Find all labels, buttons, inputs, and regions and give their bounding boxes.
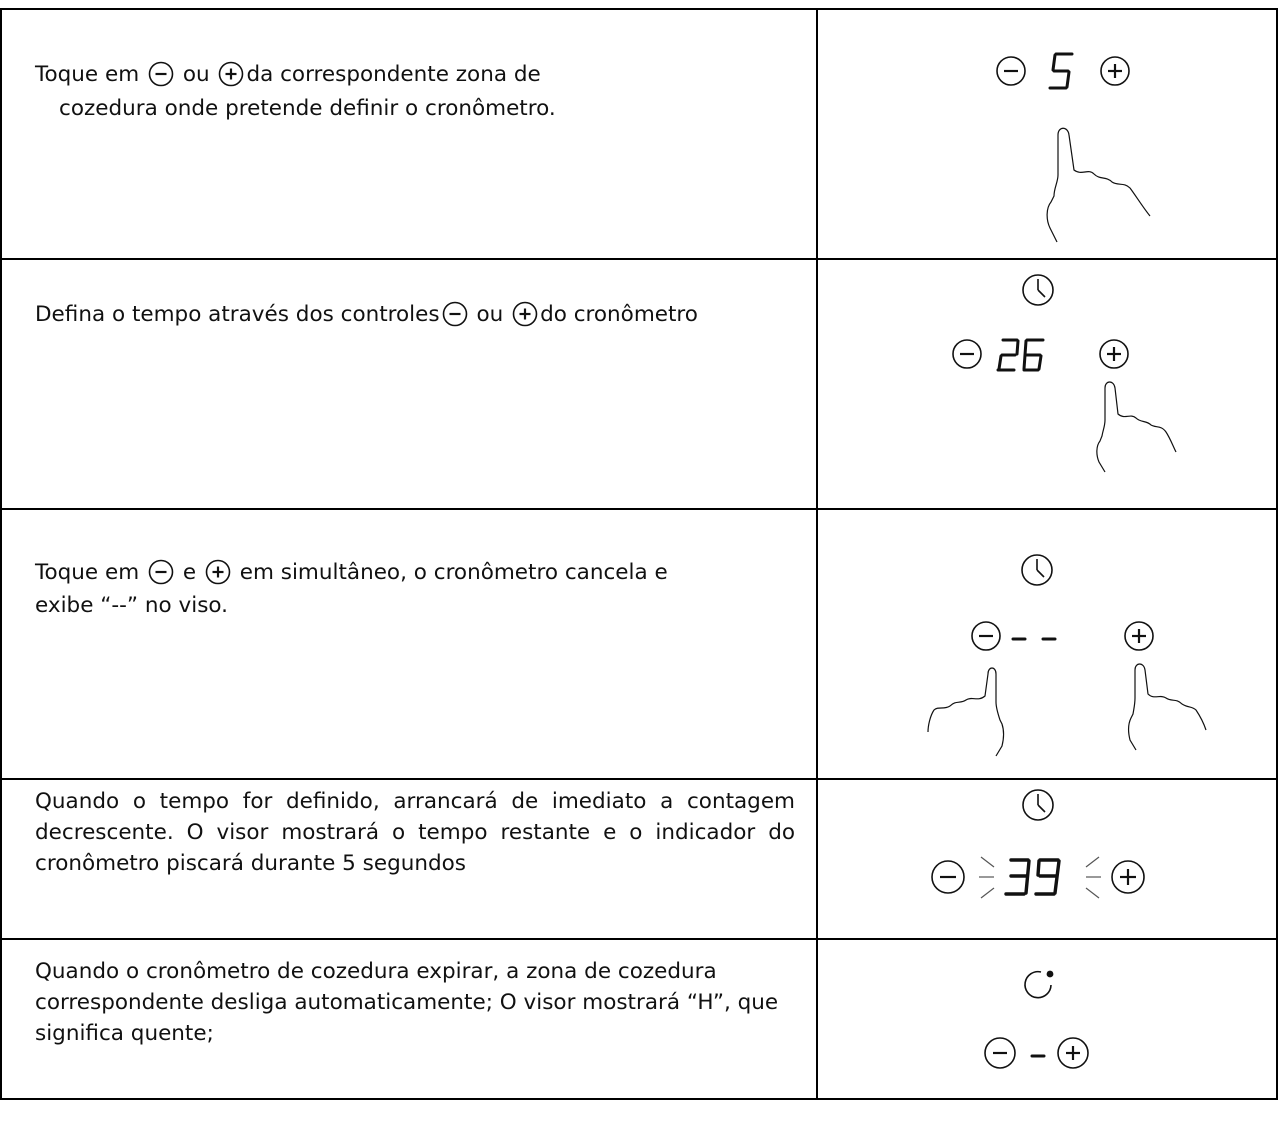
instruction-text: Toque em e em simultâneo, o cronômetro c… xyxy=(35,557,668,588)
blink-rays xyxy=(978,856,1101,899)
hand-pointer-icon xyxy=(1095,381,1177,473)
control-panel-illustration xyxy=(930,789,1145,899)
plus-circle-icon xyxy=(1123,621,1154,651)
illustration-cell xyxy=(815,258,1278,510)
text-segment: ou xyxy=(182,62,210,87)
plus-circle-icon xyxy=(1098,339,1129,369)
plus-circle-icon xyxy=(1110,860,1145,894)
seven-segment-display xyxy=(1004,858,1061,896)
hot-indicator-icon xyxy=(1023,970,1054,999)
instruction-cell: Quando o tempo for definido, arrancará d… xyxy=(0,778,818,940)
table-row: Quando o tempo for definido, arrancará d… xyxy=(0,778,1278,940)
instruction-text: Defina o tempo através dos controles ou … xyxy=(35,299,698,330)
instruction-cell: Quando o cronômetro de cozedura expirar,… xyxy=(0,938,818,1100)
illustration-cell xyxy=(815,508,1278,780)
minus-circle-icon xyxy=(970,621,1001,651)
table-row: Defina o tempo através dos controles ou … xyxy=(0,258,1278,510)
table-row: Toque em ou da correspondente zona de co… xyxy=(0,8,1278,260)
instruction-cell: Toque em e em simultâneo, o cronômetro c… xyxy=(0,508,818,780)
instruction-cell: Defina o tempo através dos controles ou … xyxy=(0,258,818,510)
illustration-cell xyxy=(815,8,1278,260)
table-row: Toque em e em simultâneo, o cronômetro c… xyxy=(0,508,1278,780)
plus-circle-icon xyxy=(1056,1037,1089,1069)
instruction-text: Toque em ou da correspondente zona de xyxy=(35,59,541,90)
instruction-text: Quando o cronômetro de cozedura expirar,… xyxy=(35,959,779,1046)
instruction-table: Toque em ou da correspondente zona de co… xyxy=(0,8,1278,1100)
minus-circle-icon xyxy=(983,1037,1016,1069)
hand-pointer-icon xyxy=(1046,127,1151,243)
minus-circle-icon xyxy=(442,301,467,327)
clock-icon xyxy=(1021,274,1054,306)
plus-circle-icon xyxy=(1099,56,1130,86)
clock-icon xyxy=(1020,554,1053,586)
text-segment: ou xyxy=(476,302,504,327)
minus-circle-icon xyxy=(148,61,174,87)
instruction-text-line2: cozedura onde pretende definir o cronôme… xyxy=(59,96,556,121)
hand-pointer-icon xyxy=(927,667,1004,757)
illustration-cell xyxy=(815,938,1278,1100)
minus-circle-icon xyxy=(148,559,174,585)
text-segment: Toque em xyxy=(35,62,140,87)
illustration-cell xyxy=(815,778,1278,940)
text-segment: da correspondente zona de xyxy=(246,62,541,87)
control-panel-illustration xyxy=(927,554,1207,757)
text-segment: Defina o tempo através dos controles xyxy=(35,302,440,327)
minus-circle-icon xyxy=(995,56,1026,86)
plus-circle-icon xyxy=(219,61,244,87)
control-panel-illustration xyxy=(983,970,1089,1069)
clock-icon xyxy=(1021,789,1054,821)
instruction-text-line2: exibe “--” no viso. xyxy=(35,593,229,618)
text-segment: do cronômetro xyxy=(540,302,698,327)
plus-circle-icon xyxy=(512,301,538,327)
seven-segment-display xyxy=(1048,52,1074,90)
instruction-cell: Toque em ou da correspondente zona de co… xyxy=(0,8,818,260)
text-segment: e xyxy=(182,560,197,585)
control-panel-illustration xyxy=(995,52,1151,243)
hand-pointer-icon xyxy=(1127,663,1207,751)
text-segment: em simultâneo, o cronômetro cancela e xyxy=(239,560,668,585)
seven-segment-display xyxy=(996,338,1045,372)
control-panel-illustration xyxy=(951,274,1177,473)
instruction-text: Quando o tempo for definido, arrancará d… xyxy=(35,789,795,876)
minus-circle-icon xyxy=(930,860,965,894)
plus-circle-icon xyxy=(205,559,231,585)
minus-circle-icon xyxy=(951,339,982,369)
table-row: Quando o cronômetro de cozedura expirar,… xyxy=(0,938,1278,1100)
text-segment: Toque em xyxy=(35,560,140,585)
